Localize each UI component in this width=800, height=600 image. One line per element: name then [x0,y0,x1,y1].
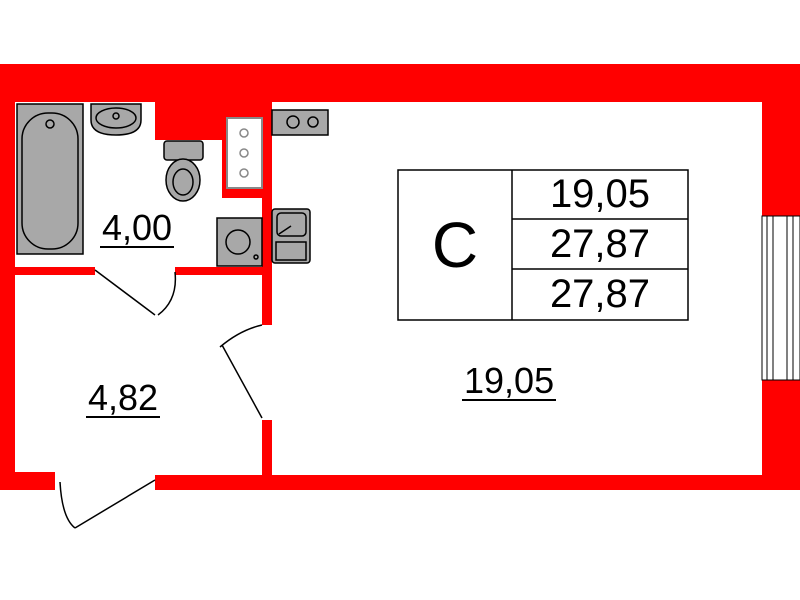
partition-upper [262,102,272,325]
left-wall [0,64,15,490]
washing-machine-icon [216,217,263,267]
entrance-door[interactable] [59,479,156,529]
legend-table [397,169,689,321]
window [761,215,800,381]
bathtub-icon [16,103,84,255]
kitchen-sink-icon [271,208,311,264]
partition-lower [262,420,272,475]
bath-wall-right [175,267,265,275]
top-wall [0,64,800,102]
shaft-block [155,102,225,140]
bottom-wall-left [0,472,55,490]
apartment-type: С [431,209,479,281]
living-room-area-label: 19,05 [462,360,557,401]
toilet-icon [163,140,204,202]
room-door[interactable] [219,324,263,419]
bottom-wall [155,475,800,490]
bathroom-area-label: 4,00 [100,207,175,248]
living-area-value: 19,05 [549,172,651,216]
right-wall-upper [762,64,800,216]
stove-icon [271,109,329,136]
total-area-balcony-value: 27,87 [549,272,651,316]
vent-shaft [226,117,263,189]
total-area-value: 27,87 [549,222,651,266]
hallway-area-label: 4,82 [86,377,161,418]
bath-wall-left [15,267,95,275]
right-wall-lower [762,380,800,490]
walls [0,64,800,490]
doors [59,269,263,529]
sink-icon [90,103,142,136]
bathroom-door[interactable] [94,269,177,316]
